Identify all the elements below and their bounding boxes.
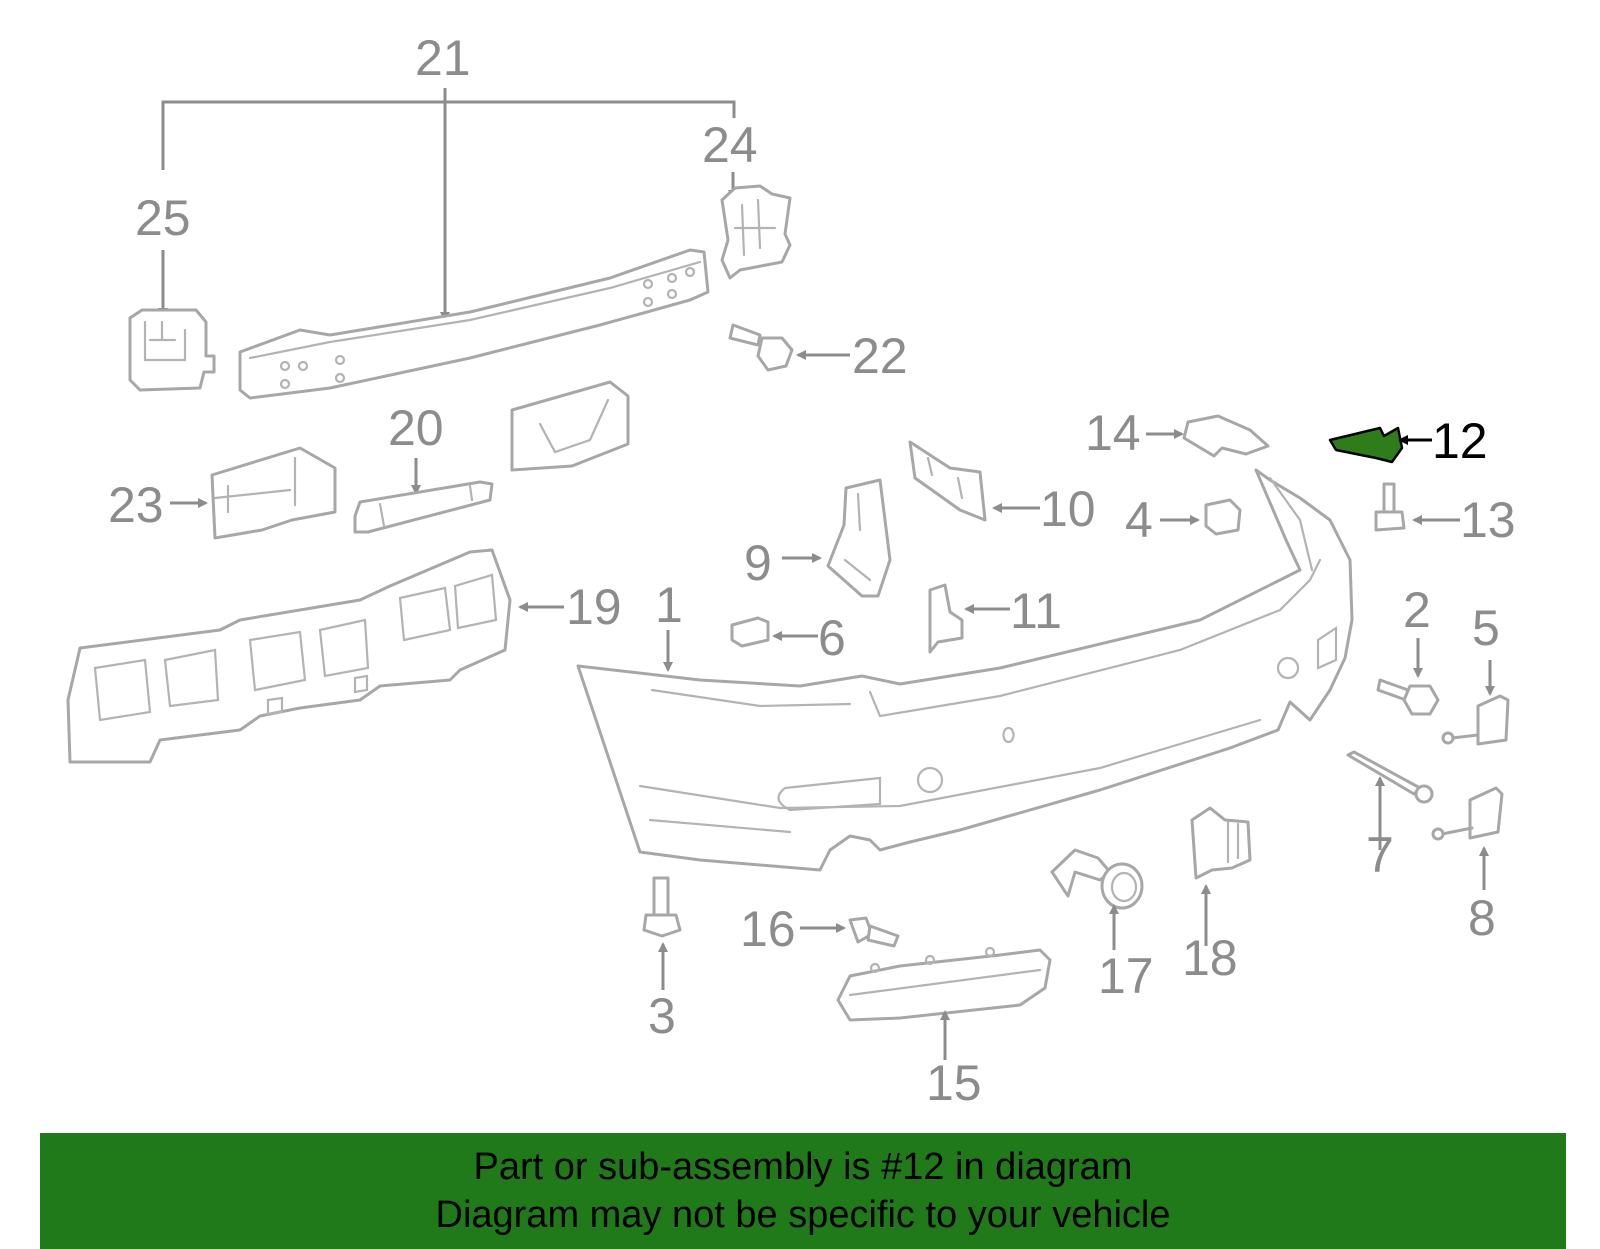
part-23-absorber bbox=[210, 446, 337, 540]
label-7: 7 bbox=[1366, 827, 1394, 883]
part-17-sensor bbox=[1050, 848, 1144, 910]
part-18-retainer bbox=[1190, 806, 1252, 880]
label-15: 15 bbox=[926, 1055, 982, 1111]
part-absorber-upper bbox=[510, 380, 630, 472]
label-4: 4 bbox=[1125, 492, 1153, 548]
part-24-bracket bbox=[720, 184, 792, 280]
part-22-bolt bbox=[728, 323, 794, 372]
footer-line-disclaimer: Diagram may not be specific to your vehi… bbox=[435, 1194, 1171, 1236]
part-4-clip bbox=[1204, 498, 1242, 536]
part-25-bracket bbox=[128, 308, 216, 392]
label-11: 11 bbox=[1010, 583, 1062, 639]
footer-banner: Part or sub-assembly is #12 in diagram D… bbox=[40, 1133, 1566, 1249]
label-5: 5 bbox=[1472, 600, 1500, 656]
label-1: 1 bbox=[655, 577, 683, 633]
part-16-screw bbox=[848, 916, 900, 948]
part-21-group-bracket bbox=[161, 88, 736, 322]
label-18: 18 bbox=[1182, 930, 1238, 986]
label-9: 9 bbox=[744, 535, 772, 591]
part-6-clip bbox=[730, 616, 770, 648]
label-16: 16 bbox=[740, 901, 796, 957]
parts-diagram: 21 25 24 22 20 23 bbox=[66, 30, 1516, 1111]
part-12-highlighted bbox=[1328, 426, 1404, 464]
label-23: 23 bbox=[108, 477, 164, 533]
part-11-bracket bbox=[928, 583, 964, 654]
label-25: 25 bbox=[135, 190, 191, 246]
label-24: 24 bbox=[702, 117, 758, 173]
part-19-energy-absorber bbox=[66, 548, 512, 764]
label-21: 21 bbox=[415, 30, 471, 86]
label-10: 10 bbox=[1040, 481, 1096, 537]
label-12: 12 bbox=[1432, 413, 1488, 469]
part-7-tow-hook bbox=[1346, 750, 1434, 804]
label-14: 14 bbox=[1085, 405, 1141, 461]
part-10-bracket bbox=[908, 440, 987, 522]
label-19: 19 bbox=[566, 579, 622, 635]
part-13-bolt bbox=[1374, 482, 1406, 532]
label-13: 13 bbox=[1460, 492, 1516, 548]
part-9-bracket bbox=[826, 478, 892, 598]
part-3-bolt bbox=[642, 876, 682, 938]
part-20-bar bbox=[353, 480, 494, 534]
part-8-hook-cover bbox=[1431, 786, 1504, 841]
label-2: 2 bbox=[1403, 582, 1431, 638]
label-3: 3 bbox=[648, 988, 676, 1044]
label-22: 22 bbox=[852, 328, 908, 384]
part-1-bumper-cover bbox=[576, 468, 1354, 872]
label-6: 6 bbox=[818, 610, 846, 666]
label-20: 20 bbox=[388, 400, 444, 456]
part-5-hook-cover bbox=[1441, 694, 1510, 746]
part-2-bolt bbox=[1376, 678, 1440, 716]
label-17: 17 bbox=[1098, 948, 1154, 1004]
part-21-reinforcement-beam bbox=[238, 248, 710, 400]
part-14-guide bbox=[1182, 414, 1270, 458]
label-8: 8 bbox=[1468, 890, 1496, 946]
part-15-reflector bbox=[836, 946, 1052, 1022]
footer-line-part-number: Part or sub-assembly is #12 in diagram bbox=[473, 1146, 1133, 1188]
